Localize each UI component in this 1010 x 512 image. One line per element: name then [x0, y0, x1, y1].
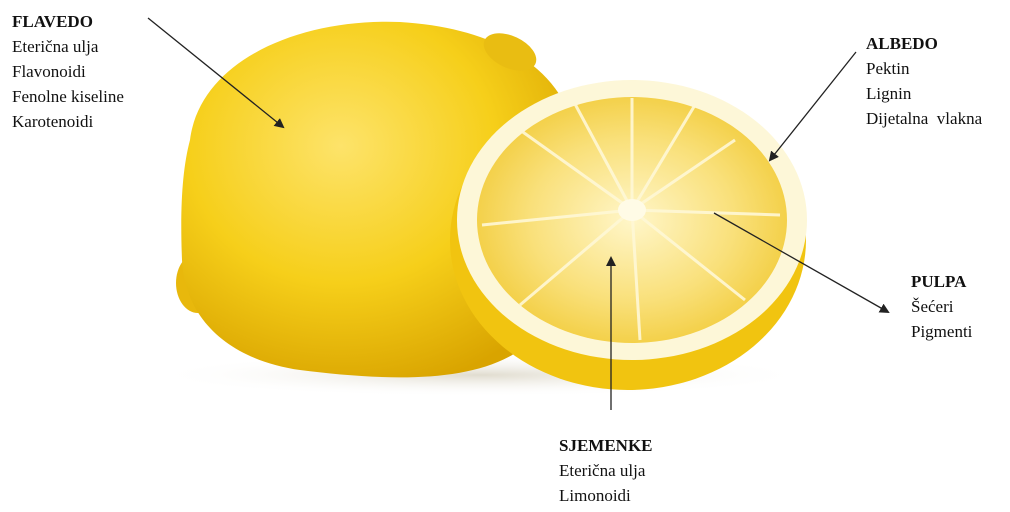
- sjemenke-item: Limonoidi: [559, 483, 653, 508]
- flavedo-item: Flavonoidi: [12, 59, 124, 84]
- sjemenke-heading: SJEMENKE: [559, 433, 653, 458]
- albedo-item: Pektin: [866, 56, 982, 81]
- albedo-item: Lignin: [866, 81, 982, 106]
- flavedo-item: Karotenoidi: [12, 109, 124, 134]
- albedo-heading: ALBEDO: [866, 31, 982, 56]
- sjemenke-label: SJEMENKE Eterična ulja Limonoidi: [559, 433, 653, 508]
- seed-center: [618, 199, 646, 221]
- pulpa-item: Pigmenti: [911, 319, 972, 344]
- sjemenke-item: Eterična ulja: [559, 458, 653, 483]
- albedo-pointer: [770, 52, 856, 160]
- pulpa-heading: PULPA: [911, 269, 972, 294]
- flavedo-item: Fenolne kiseline: [12, 84, 124, 109]
- flavedo-item: Eterična ulja: [12, 34, 124, 59]
- pulpa-label: PULPA Šećeri Pigmenti: [911, 269, 972, 344]
- albedo-item: Dijetalna vlakna: [866, 106, 982, 131]
- pulpa-item: Šećeri: [911, 294, 972, 319]
- flavedo-heading: FLAVEDO: [12, 9, 124, 34]
- albedo-label: ALBEDO Pektin Lignin Dijetalna vlakna: [866, 31, 982, 131]
- flavedo-label: FLAVEDO Eterična ulja Flavonoidi Fenolne…: [12, 9, 124, 134]
